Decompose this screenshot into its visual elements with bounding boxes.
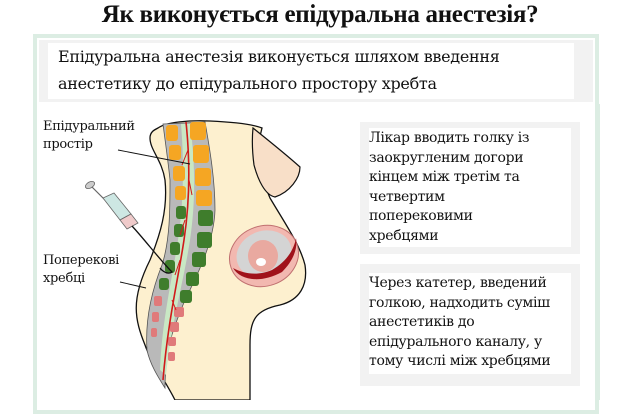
lumbar-vertebrae bbox=[159, 206, 213, 303]
note-line: тому числі між хребцями bbox=[369, 353, 551, 369]
note-box-needle: Лікар вводить голку із заокругленим дого… bbox=[360, 122, 580, 254]
syringe-icon bbox=[85, 180, 174, 274]
lumbar-pointer-line bbox=[119, 281, 147, 289]
epidural-space-label-line-1: Епідуральний bbox=[43, 119, 135, 134]
thoracic-vertebrae bbox=[166, 122, 212, 206]
epidural-space-label: Епідуральний простір bbox=[43, 118, 135, 154]
note-box-catheter: Через катетер, введений голкою, надходит… bbox=[360, 264, 580, 386]
lumbar-vertebrae-label: Поперекові хребці bbox=[43, 252, 119, 288]
spine-illustration bbox=[146, 121, 216, 390]
note-text-needle: Лікар вводить голку із заокругленим дого… bbox=[369, 128, 571, 247]
fetus-illustration bbox=[229, 224, 299, 288]
epidural-pointer-line bbox=[117, 149, 191, 165]
intro-text: Епідуральна анестезія виконується шляхом… bbox=[48, 43, 574, 99]
epidural-illustration bbox=[85, 120, 307, 400]
note-line: Через катетер, введений bbox=[369, 275, 547, 291]
page-title: Як виконується епідуральна анестезія? bbox=[101, 1, 539, 28]
intro-line-1: Епідуральна анестезія виконується шляхом… bbox=[58, 47, 500, 66]
epidural-space-label-line-2: простір bbox=[43, 137, 93, 152]
intro-box: Епідуральна анестезія виконується шляхом… bbox=[39, 40, 593, 102]
note-line: хребцями bbox=[369, 227, 439, 244]
frame-right-border bbox=[596, 104, 600, 400]
note-line: кінцем між третім та bbox=[369, 169, 520, 185]
note-line: анестетиків до bbox=[369, 314, 475, 330]
sacral-vertebrae bbox=[151, 296, 184, 361]
note-line: Лікар вводить голку із bbox=[369, 130, 530, 146]
note-line: голкою, надходить суміш bbox=[369, 294, 550, 311]
lumbar-vertebrae-label-line-1: Поперекові bbox=[43, 253, 119, 268]
intro-line-2: анестетику до епідурального простору хре… bbox=[58, 74, 437, 93]
note-line: поперековими bbox=[369, 208, 473, 224]
lumbar-vertebrae-label-line-2: хребці bbox=[43, 271, 85, 286]
note-line: четвертим bbox=[369, 188, 445, 205]
note-text-catheter: Через катетер, введений голкою, надходит… bbox=[369, 273, 571, 374]
note-line: заокругленим догори bbox=[369, 149, 524, 166]
note-line: епідурального каналу, у bbox=[369, 333, 542, 350]
